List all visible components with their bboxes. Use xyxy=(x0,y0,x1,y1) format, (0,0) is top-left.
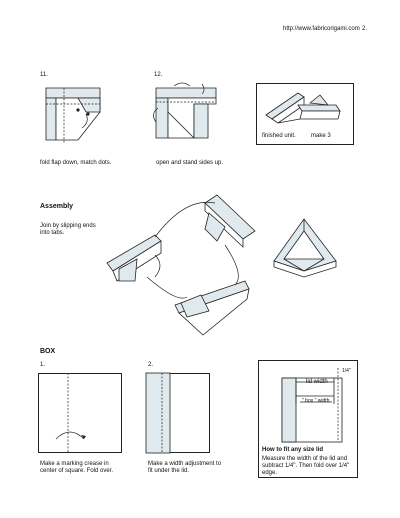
box-title: BOX xyxy=(40,348,56,355)
box-step-2-caption: Make a width adjustment to fit under the… xyxy=(148,461,222,474)
step-11-number: 11. xyxy=(40,72,48,78)
box-step-3-diagram xyxy=(281,368,343,443)
header-url: http://www.fabricorigami.com xyxy=(283,26,360,32)
finished-unit-make: make 3 xyxy=(311,133,331,139)
fit-lid-text: Measure the width of the lid and subtrac… xyxy=(262,456,350,476)
box-step-1-caption: Make a marking crease in center of squar… xyxy=(40,461,114,474)
assembly-text: Join by slipping ends into tabs. xyxy=(40,223,96,236)
box-step-2-fold xyxy=(145,372,171,454)
finished-unit-diagram xyxy=(265,92,341,124)
assembly-diagram xyxy=(106,194,256,336)
step-11-diagram xyxy=(45,87,101,144)
box-step-2-number: 2. xyxy=(148,362,154,368)
box-step-1-square xyxy=(38,373,122,453)
lid-width-label: lid width xyxy=(306,379,328,385)
quarter-inch-label: 1/4" xyxy=(342,368,351,374)
box-width-label: " box " width xyxy=(302,398,330,404)
fit-lid-heading: How to fit any size lid xyxy=(262,447,324,453)
finished-unit-label: finished unit. xyxy=(262,133,296,139)
step-12-caption: open and stand sides up. xyxy=(156,160,224,166)
assembled-triangle-diagram xyxy=(273,218,337,278)
page-number: 2. xyxy=(362,26,368,32)
assembly-title: Assembly xyxy=(40,203,74,210)
box-step-1-number: 1. xyxy=(40,362,46,368)
box-step-1-crease xyxy=(55,373,86,453)
step-12-number: 12. xyxy=(154,72,163,78)
step-12-diagram xyxy=(153,82,217,139)
step-11-caption: fold flap down, match dots. xyxy=(40,160,112,166)
